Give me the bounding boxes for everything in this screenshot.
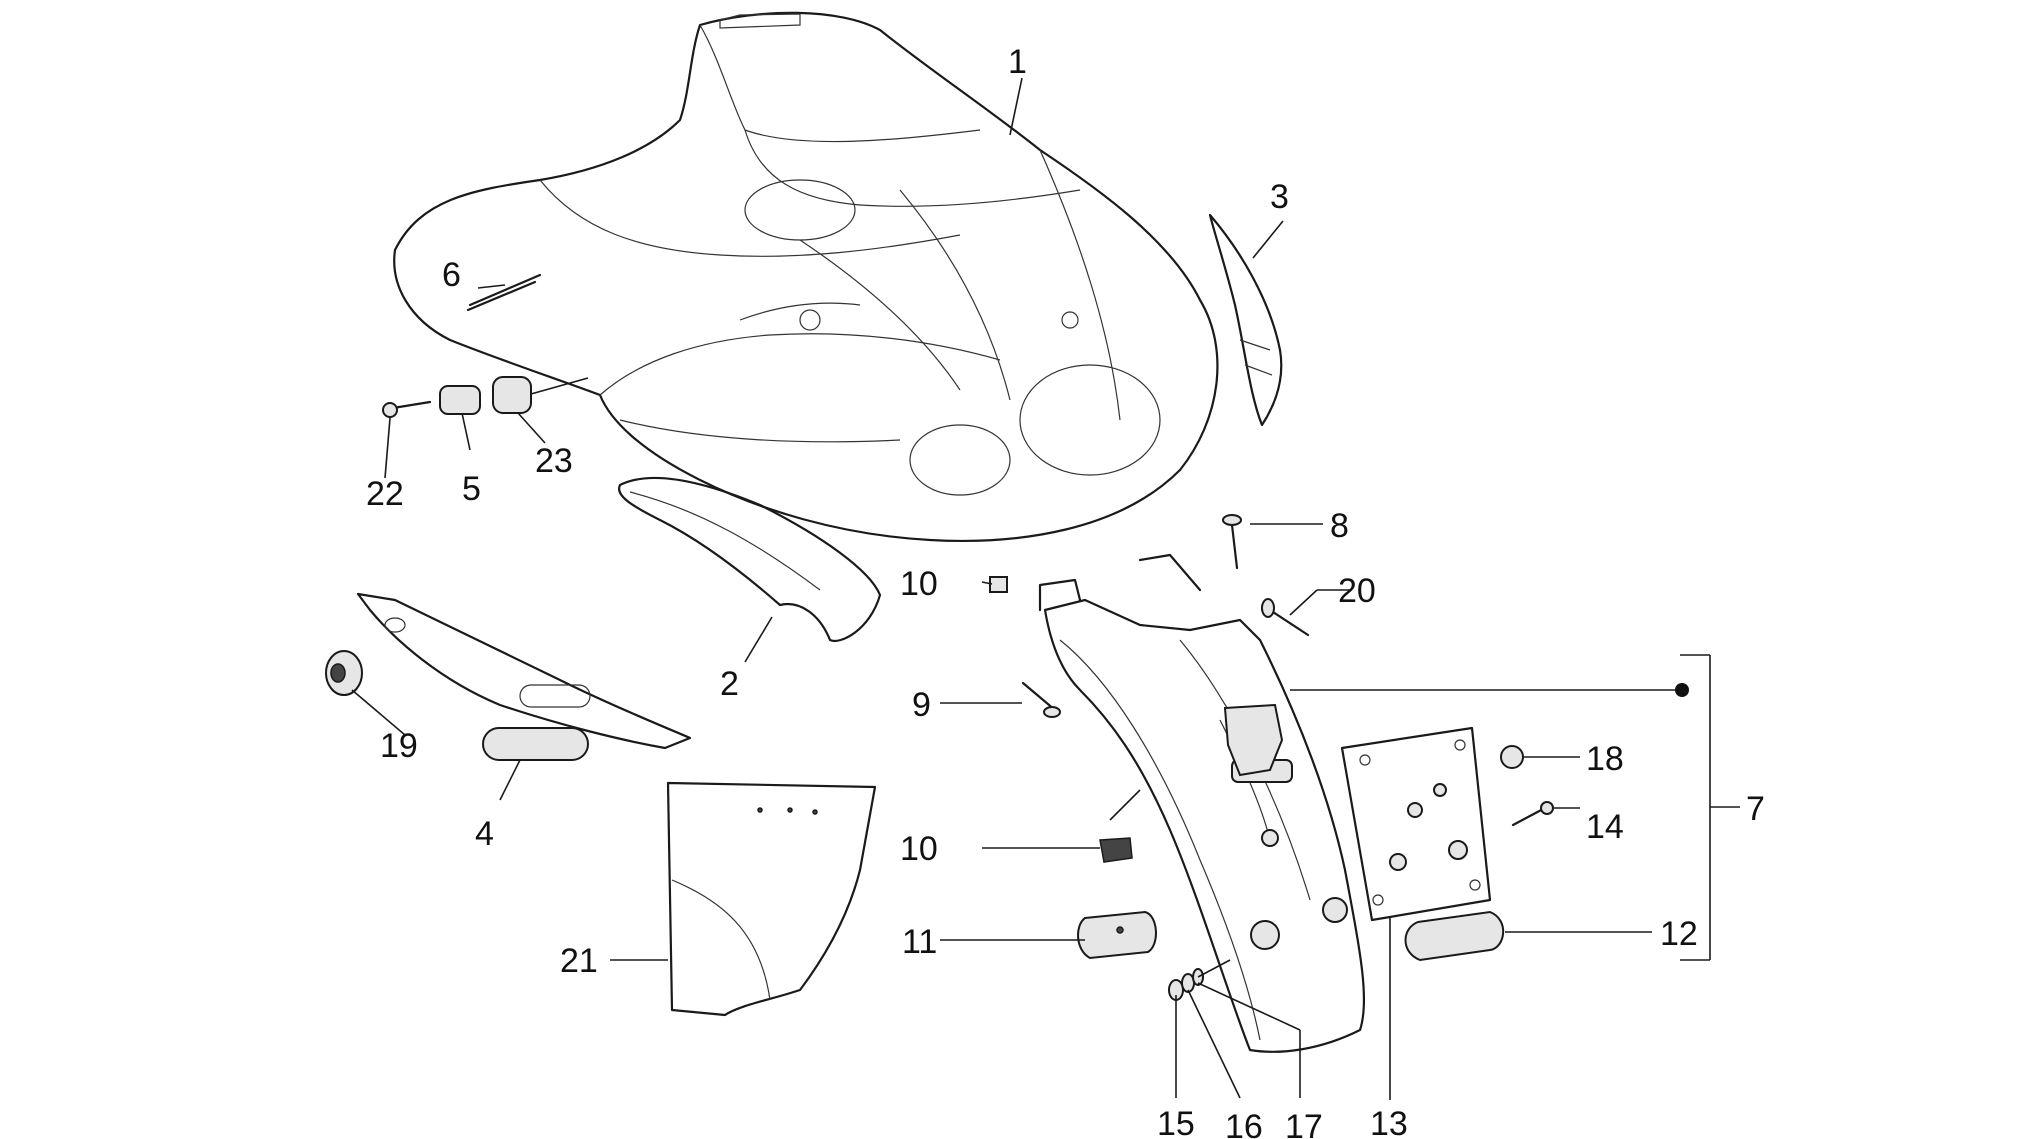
callout-labels: 1 2 3 4 5 6 7 8 9 10 10 11 12 13 14 15 1… bbox=[366, 43, 1765, 1139]
part-front-shield bbox=[393, 11, 1219, 542]
callout-10-top: 10 bbox=[900, 565, 938, 603]
callout-23: 23 bbox=[535, 442, 573, 480]
part-mud-flap bbox=[666, 781, 877, 1017]
part-grommet bbox=[325, 650, 363, 696]
leader-lines bbox=[351, 77, 1652, 1100]
part-rear-fender bbox=[1038, 553, 1366, 1053]
callout-2: 2 bbox=[720, 665, 739, 703]
callout-8: 8 bbox=[1330, 507, 1349, 545]
part-lower-trim bbox=[617, 476, 882, 642]
callout-21: 21 bbox=[560, 942, 598, 980]
callout-12: 12 bbox=[1660, 915, 1698, 953]
callout-17: 17 bbox=[1285, 1108, 1323, 1139]
callout-7: 7 bbox=[1746, 790, 1765, 828]
callout-14: 14 bbox=[1586, 808, 1624, 846]
callout-6: 6 bbox=[442, 256, 461, 294]
callout-22: 22 bbox=[366, 475, 404, 513]
callout-9: 9 bbox=[912, 686, 931, 724]
callout-11: 11 bbox=[902, 923, 937, 961]
part-hardware-left bbox=[382, 273, 589, 418]
callout-15: 15 bbox=[1157, 1105, 1195, 1139]
part-plate-holder bbox=[1077, 726, 1554, 1001]
callout-16: 16 bbox=[1225, 1108, 1263, 1139]
callout-18: 18 bbox=[1586, 740, 1624, 778]
callout-1: 1 bbox=[1008, 43, 1027, 81]
part-side-trim bbox=[1208, 213, 1283, 427]
callout-20: 20 bbox=[1338, 572, 1376, 610]
callout-5: 5 bbox=[462, 470, 481, 508]
callout-13: 13 bbox=[1370, 1105, 1408, 1139]
part-reflector bbox=[482, 727, 589, 761]
part-fasteners bbox=[989, 514, 1310, 863]
part-plate bbox=[356, 592, 692, 750]
callout-4: 4 bbox=[475, 815, 494, 853]
callout-3: 3 bbox=[1270, 178, 1289, 216]
callout-19: 19 bbox=[380, 727, 418, 765]
callout-10-lower: 10 bbox=[900, 830, 938, 868]
